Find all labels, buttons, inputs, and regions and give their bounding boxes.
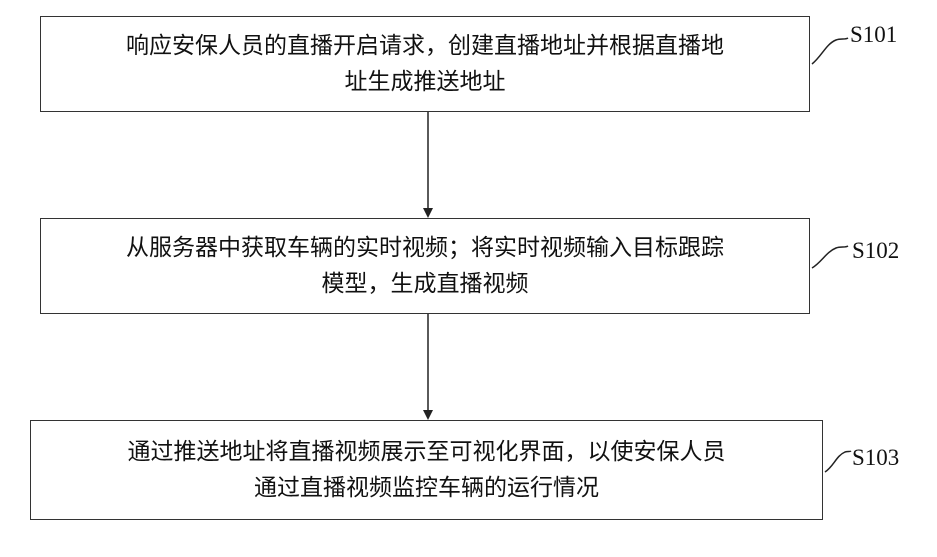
step-label-s103: S103 [852,445,899,471]
step-text-line: 址生成推送地址 [345,64,506,100]
step-box-s103: 通过推送地址将直播视频展示至可视化界面，以使安保人员 通过直播视频监控车辆的运行… [30,420,823,520]
label-leader-s101 [812,38,848,64]
label-leader-s102 [812,246,848,268]
step-box-s102: 从服务器中获取车辆的实时视频；将实时视频输入目标跟踪 模型，生成直播视频 [40,218,810,314]
step-text-line: 通过直播视频监控车辆的运行情况 [254,470,599,506]
step-text-line: 响应安保人员的直播开启请求，创建直播地址并根据直播地 [126,28,724,64]
step-label-s101: S101 [850,22,897,48]
label-leader-s103 [825,451,851,472]
step-box-s101: 响应安保人员的直播开启请求，创建直播地址并根据直播地 址生成推送地址 [40,16,810,112]
step-text-line: 通过推送地址将直播视频展示至可视化界面，以使安保人员 [128,434,726,470]
step-text-line: 模型，生成直播视频 [322,266,529,302]
step-label-s102: S102 [852,238,899,264]
step-text-line: 从服务器中获取车辆的实时视频；将实时视频输入目标跟踪 [126,230,724,266]
